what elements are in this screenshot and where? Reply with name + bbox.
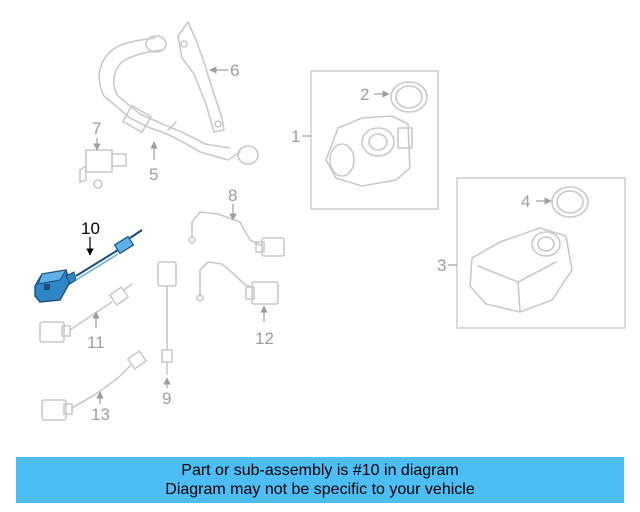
- callout-2[interactable]: 2: [360, 85, 369, 104]
- callout-3[interactable]: 3: [437, 256, 446, 275]
- gasket-part-2[interactable]: [390, 81, 428, 113]
- pressure-sensor-part-7[interactable]: [79, 149, 127, 189]
- callout-8[interactable]: 8: [228, 186, 237, 205]
- sensor-part-10-highlighted[interactable]: [34, 229, 143, 303]
- callout-1[interactable]: 1: [291, 127, 300, 146]
- banner-line-1: Part or sub-assembly is #10 in diagram: [181, 462, 459, 479]
- egr-cooler-box-3: [456, 177, 626, 329]
- callout-12[interactable]: 12: [255, 329, 274, 348]
- sensor-part-13[interactable]: [41, 350, 147, 421]
- parts-diagram: 5 6 7 1 2 3: [34, 21, 626, 424]
- callout-4[interactable]: 4: [521, 192, 530, 211]
- sensor-part-12[interactable]: [196, 261, 279, 305]
- callout-11[interactable]: 11: [87, 333, 105, 352]
- egr-valve-box-1: [310, 70, 439, 210]
- callout-9[interactable]: 9: [162, 389, 171, 408]
- egr-cooler-part-3[interactable]: [469, 227, 573, 313]
- temp-sensor-part-8[interactable]: [188, 211, 285, 257]
- egr-pipe-part-5[interactable]: [98, 35, 259, 165]
- egr-valve-part-1[interactable]: [325, 115, 413, 187]
- info-banner: Part or sub-assembly is #10 in diagram D…: [16, 457, 624, 503]
- callout-6[interactable]: 6: [230, 61, 239, 80]
- callout-7[interactable]: 7: [92, 119, 101, 138]
- callout-5[interactable]: 5: [149, 165, 158, 184]
- sensor-part-11[interactable]: [39, 283, 133, 343]
- banner-line-2: Diagram may not be specific to your vehi…: [165, 481, 475, 498]
- callout-10[interactable]: 10: [81, 219, 100, 238]
- sensor-part-9[interactable]: [157, 261, 177, 375]
- gasket-part-4[interactable]: [551, 186, 589, 218]
- callout-13[interactable]: 13: [91, 405, 110, 424]
- bracket-part-6[interactable]: [177, 21, 225, 133]
